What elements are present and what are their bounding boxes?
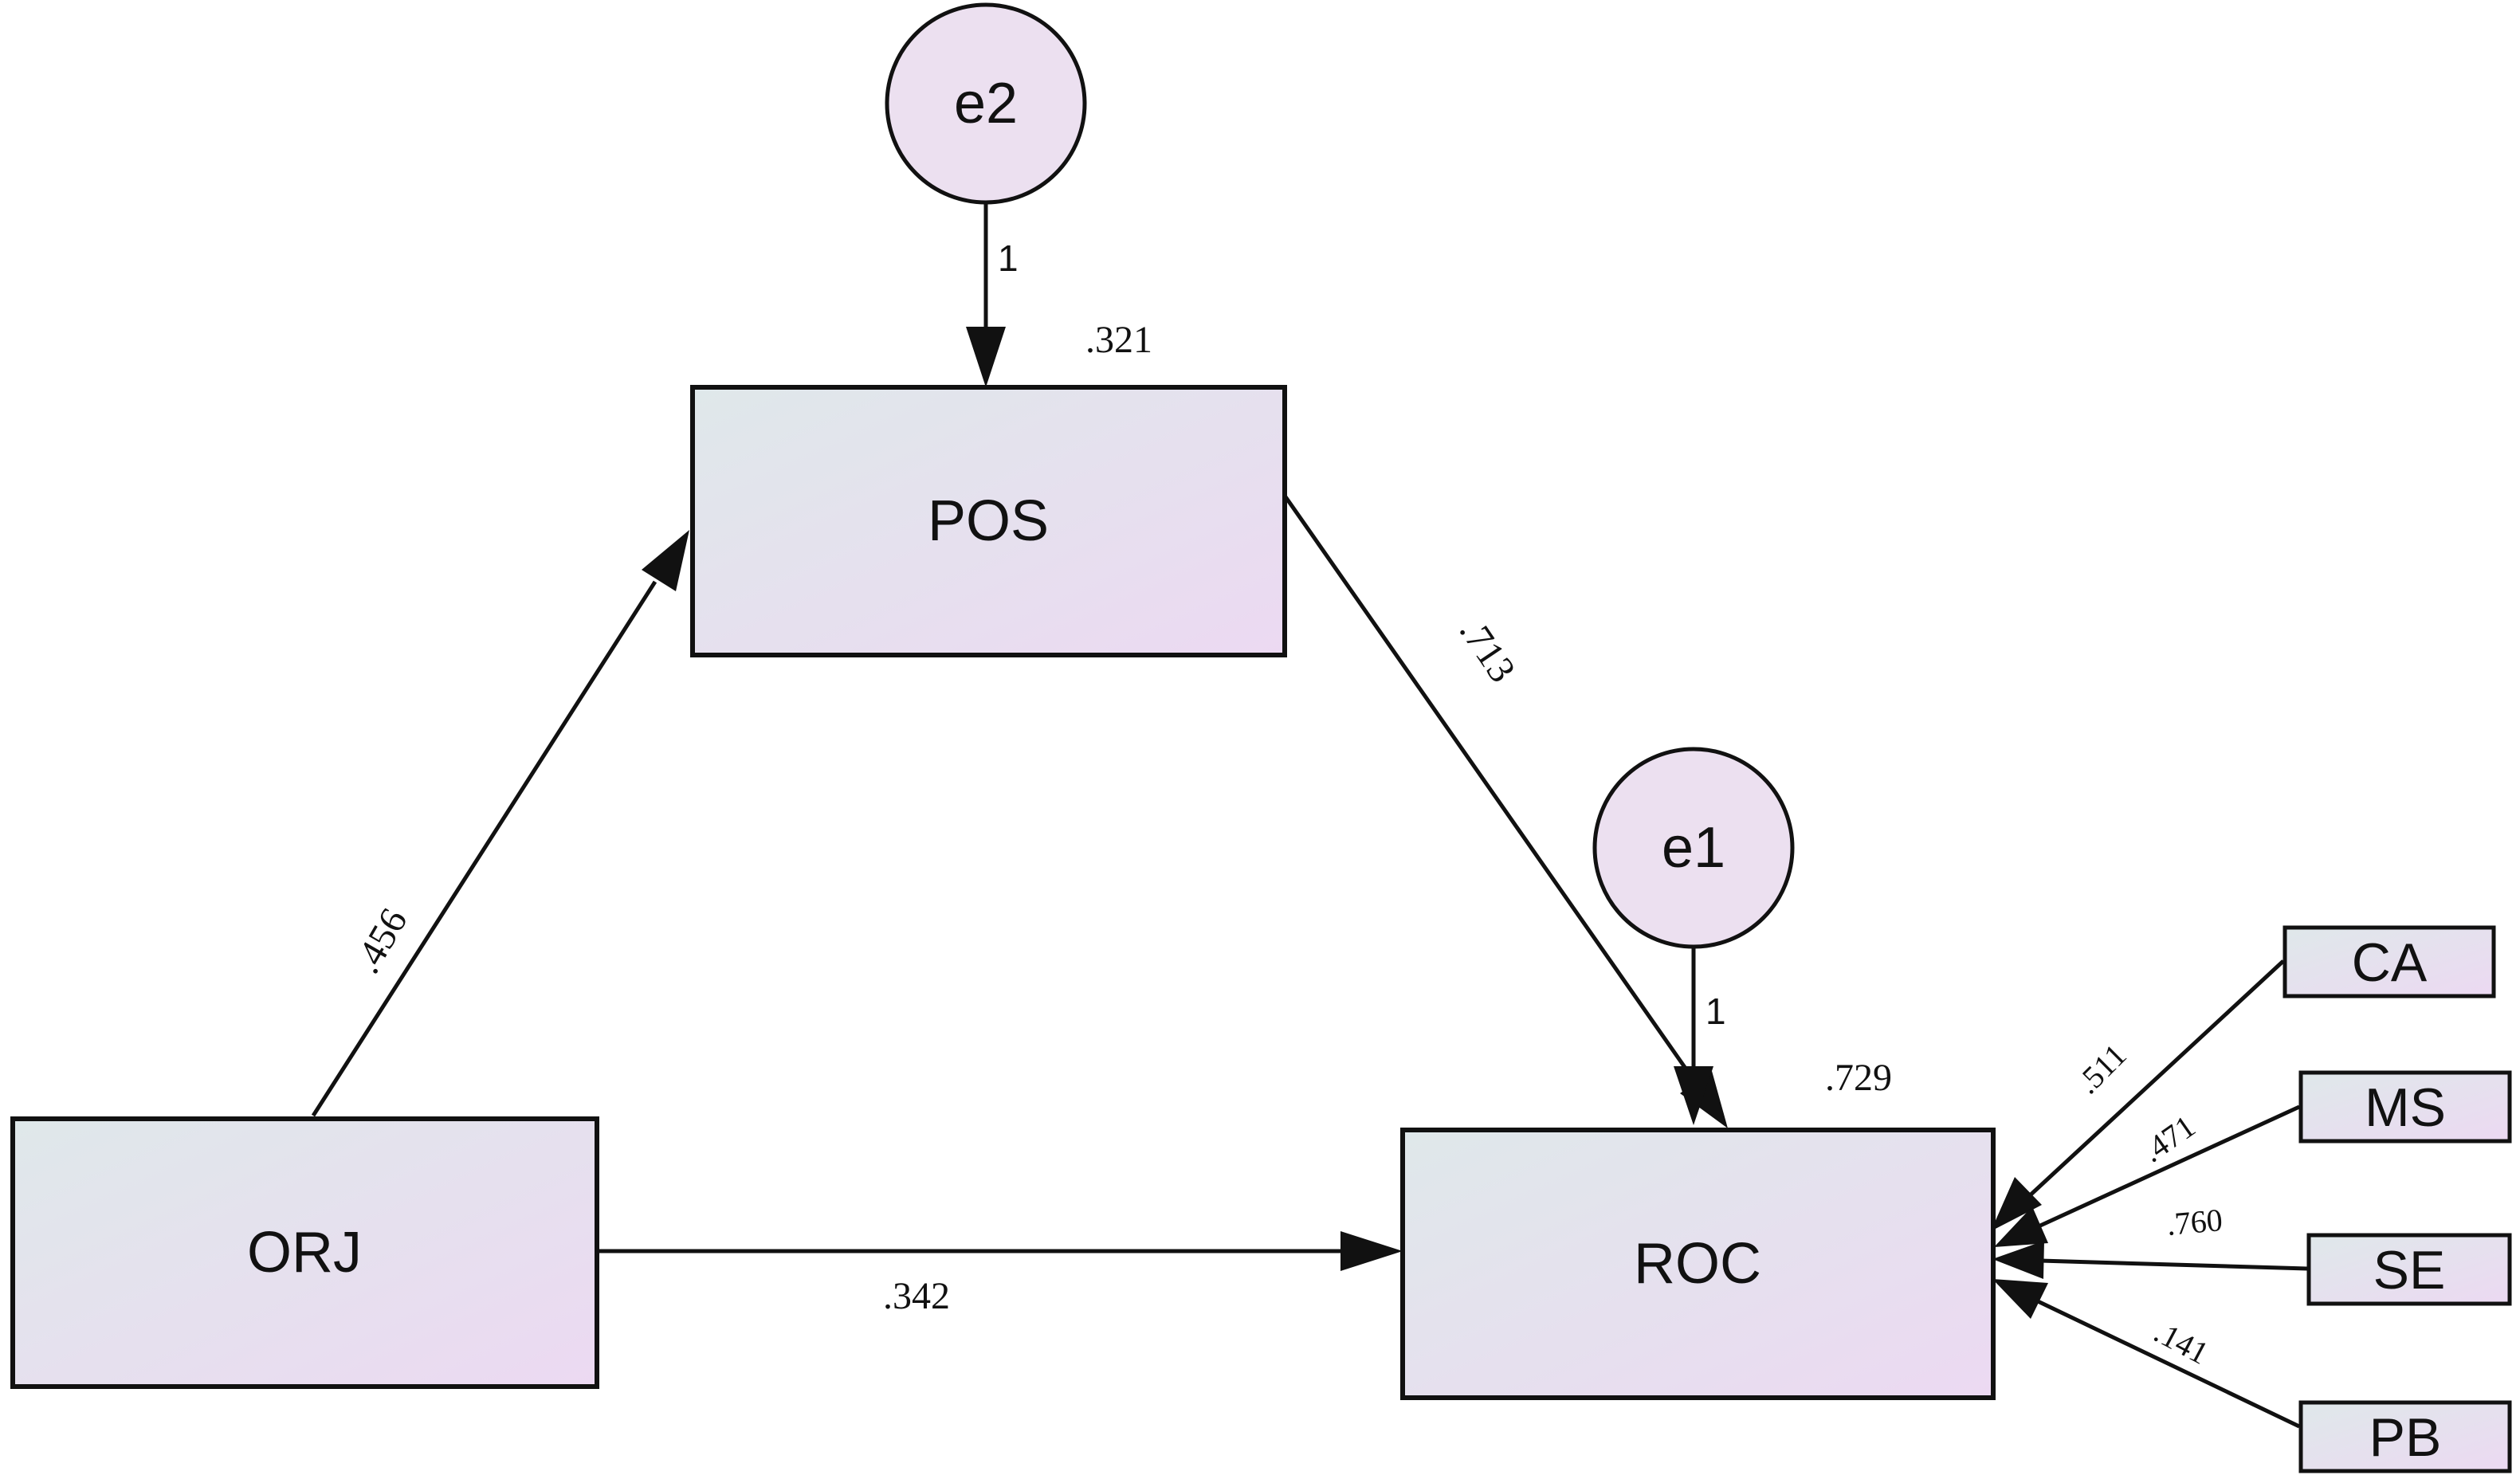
path-pos-roc <box>1282 494 1696 1081</box>
coef-ca-roc: .511 <box>2070 1037 2133 1100</box>
node-label-orj: ORJ <box>247 1221 362 1285</box>
indicator-se <box>2306 1233 2512 1306</box>
node-orj <box>10 1116 599 1389</box>
arrowhead-orj-roc <box>1340 1231 1403 1271</box>
indicator-label-pb: PB <box>2369 1407 2442 1468</box>
node-label-pos: POS <box>928 489 1049 553</box>
arrowhead-se-roc <box>1992 1241 2044 1279</box>
arrowhead-ca-roc <box>1991 1177 2042 1231</box>
indicator-pb <box>2298 1400 2512 1473</box>
path-se-roc <box>2039 1258 2308 1271</box>
error-node-e2 <box>885 2 1087 205</box>
coef-e1-roc: 1 <box>1706 991 1726 1032</box>
error-label-e1: e1 <box>1662 816 1725 880</box>
node-label-roc: ROC <box>1634 1232 1761 1296</box>
node-roc <box>1400 1128 1996 1400</box>
error-label-e2: e2 <box>954 72 1018 135</box>
path-ca-roc <box>2027 959 2285 1198</box>
coef-pb-roc: .141 <box>2149 1313 2215 1371</box>
arrowhead-pb-roc <box>1992 1279 2048 1319</box>
arrowhead-e2-pos <box>966 327 1006 387</box>
coef-orj-roc: .342 <box>883 1275 950 1317</box>
indicator-label-ms: MS <box>2365 1077 2446 1138</box>
node-pos <box>690 385 1287 657</box>
error-node-e1 <box>1592 747 1795 949</box>
path-pb-roc <box>2035 1298 2301 1429</box>
indicator-label-se: SE <box>2373 1240 2446 1300</box>
path-ms-roc <box>2039 1104 2301 1228</box>
indicator-ms <box>2298 1070 2512 1144</box>
coef-ms-roc: .471 <box>2135 1108 2201 1169</box>
r2-pos: .321 <box>1085 319 1152 361</box>
arrowhead-orj-pos <box>642 530 689 591</box>
indicator-ca <box>2283 925 2496 998</box>
r2-roc: .729 <box>1825 1057 1892 1099</box>
coef-pos-roc: .713 <box>1451 611 1524 690</box>
indicator-label-ca: CA <box>2352 932 2428 993</box>
arrowhead-ms-roc <box>1994 1206 2048 1247</box>
coef-e2-pos: 1 <box>998 237 1019 279</box>
coef-se-roc: .760 <box>2165 1202 2224 1242</box>
path-orj-pos <box>311 580 657 1117</box>
arrowhead-e1-roc <box>1674 1066 1713 1125</box>
